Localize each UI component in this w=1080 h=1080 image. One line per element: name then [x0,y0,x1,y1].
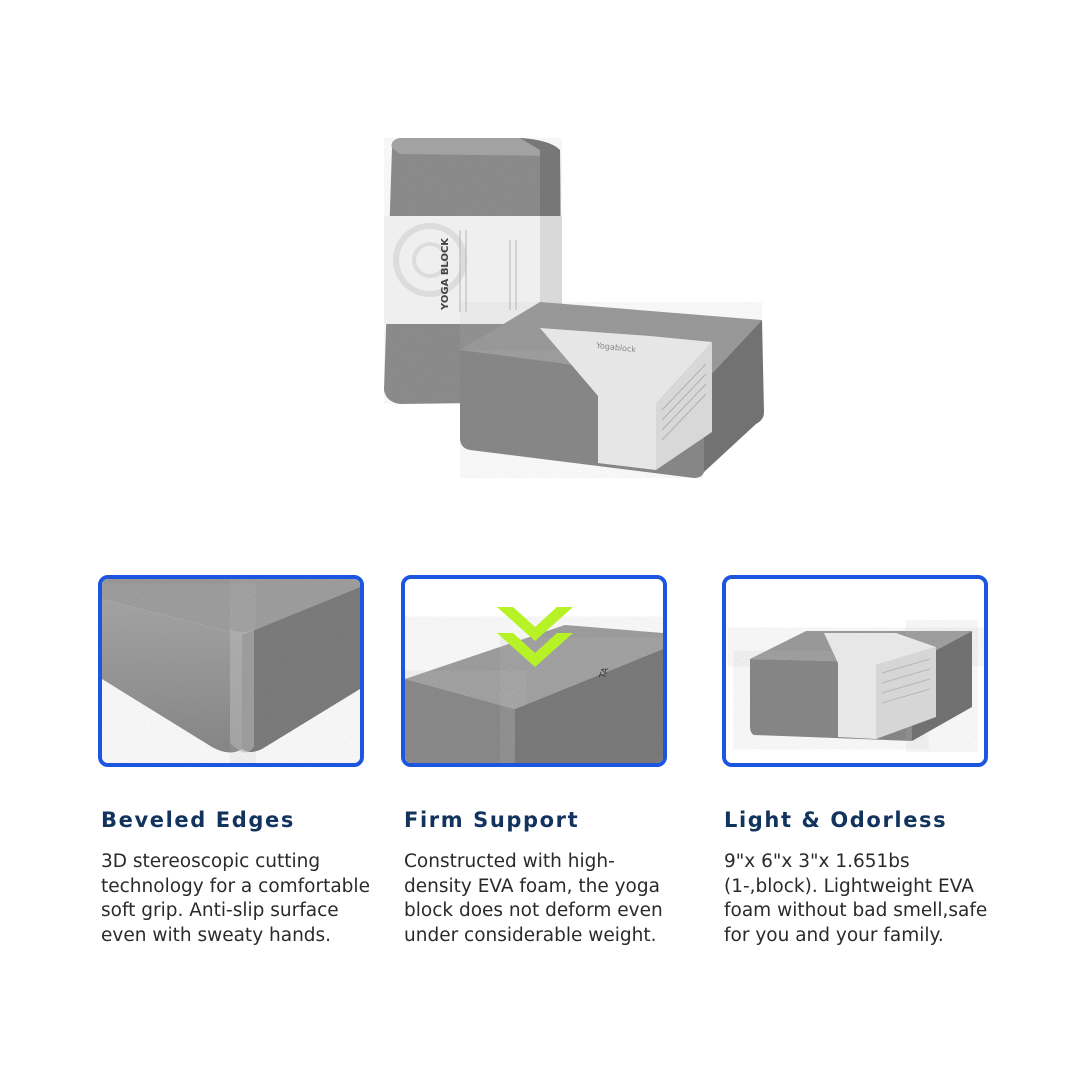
yoga-block-photo [726,579,984,763]
beveled-edges-panel [98,575,364,767]
standing-block: YOGA BLOCK [384,138,562,404]
beveled-edge-closeup [102,579,360,763]
feature-light-odorless: Light & Odorless 9"x 6"x 3"x 1.651bs (1-… [724,808,994,948]
feature-title: Beveled Edges [101,808,295,832]
yoga-blocks-illustration: YOGA BLOCK Yogablock [384,138,764,478]
lying-block: Yogablock [460,302,764,478]
feature-beveled-edges: Beveled Edges 3D stereoscopic cutting te… [101,808,371,948]
feature-description: 9"x 6"x 3"x 1.651bs (1-,block). Lightwei… [724,851,988,946]
feature-title: Firm Support [404,808,580,832]
firm-support-illustration: TA [405,579,663,763]
svg-text:TA: TA [598,666,611,681]
firm-support-panel: TA [401,575,667,767]
hero-product-image: YOGA BLOCK Yogablock [360,120,780,500]
feature-description: Constructed with high-density EVA foam, … [404,851,663,946]
feature-description: 3D stereoscopic cutting technology for a… [101,851,370,946]
band-label-top: Yogablock [595,341,637,354]
feature-title: Light & Odorless [724,808,948,832]
light-odorless-panel [722,575,988,767]
band-label-vertical: YOGA BLOCK [440,237,451,311]
feature-firm-support: Firm Support Constructed with high-densi… [404,808,674,948]
double-chevron-down-icon [497,607,573,667]
